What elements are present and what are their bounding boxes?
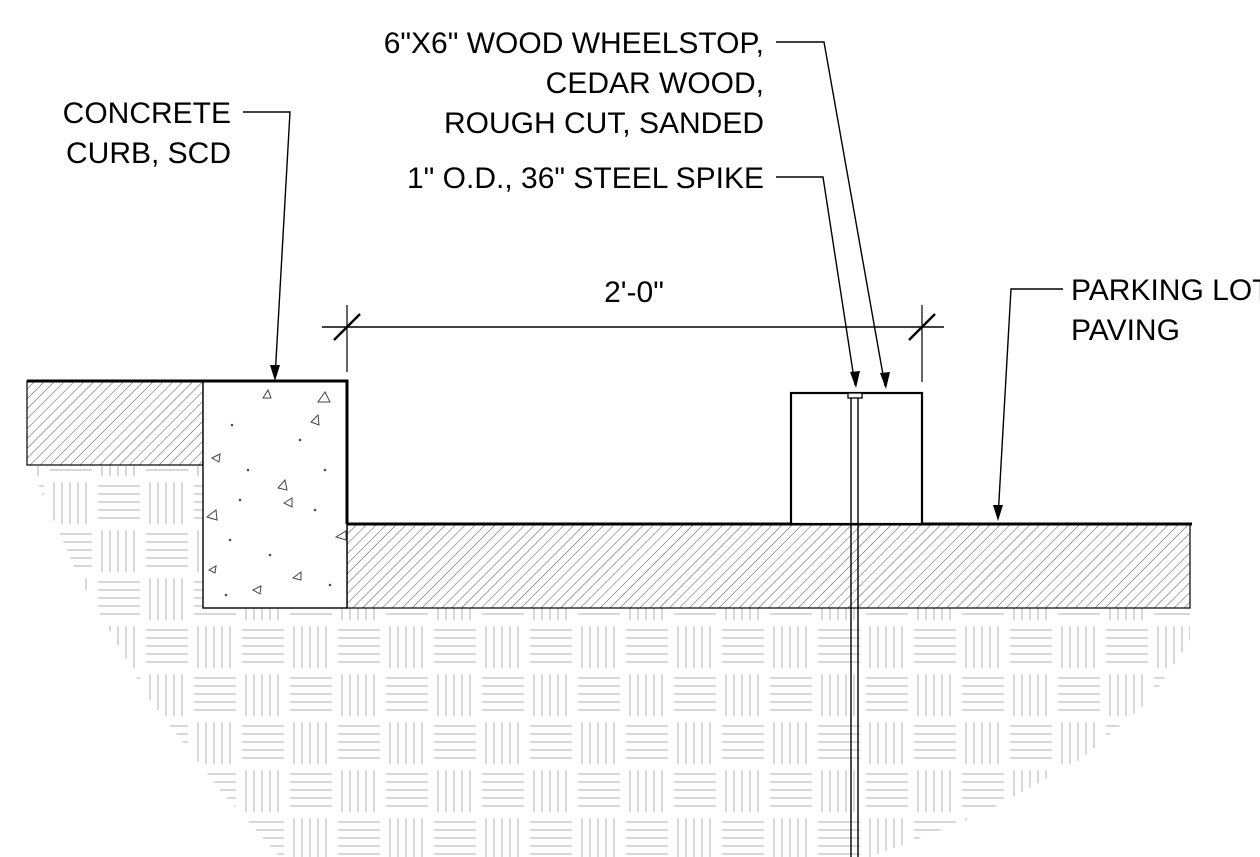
- curb-label-line1: CONCRETE: [63, 97, 231, 130]
- annotations: CONCRETE CURB, SCD 6"X6" WOOD WHEELSTOP,…: [63, 27, 1260, 347]
- curb-label-line2: CURB, SCD: [66, 137, 231, 170]
- spike-leader: [776, 176, 856, 386]
- curb-leader: [243, 111, 291, 379]
- concrete-aggregate-marks: [205, 388, 347, 597]
- leader-arrowheads: [270, 365, 1003, 521]
- left-paving-section: [26, 379, 204, 466]
- dimension-label: 2'-0": [604, 276, 664, 309]
- wheelstop-leader: [776, 41, 886, 387]
- wheelstop-label-line3: ROUGH CUT, SANDED: [444, 107, 764, 140]
- subgrade-earth: [30, 466, 1190, 857]
- wood-wheelstop: [789, 391, 924, 526]
- paving-label-line2: PAVING: [1071, 314, 1180, 347]
- spike-label: 1" O.D., 36" STEEL SPIKE: [407, 162, 764, 195]
- paving-leader: [997, 288, 1063, 519]
- dimension-2ft: 2'-0": [322, 276, 944, 382]
- leader-lines: [243, 41, 1063, 519]
- parking-lot-paving-section: [346, 522, 1192, 609]
- paving-label-line1: PARKING LOT: [1071, 274, 1260, 307]
- wheelstop-label-line1: 6"X6" WOOD WHEELSTOP,: [384, 27, 764, 60]
- steel-spike: [847, 392, 863, 857]
- concrete-curb: [202, 379, 349, 609]
- wheelstop-label-line2: CEDAR WOOD,: [546, 67, 764, 100]
